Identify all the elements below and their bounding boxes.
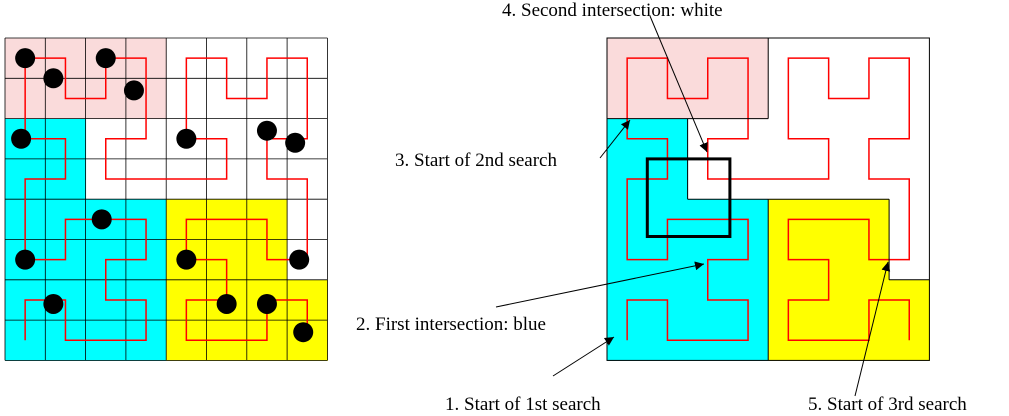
data-point	[123, 80, 144, 101]
search-window-box	[645, 157, 732, 238]
right-grid-panel	[606, 37, 930, 361]
data-point	[15, 249, 36, 270]
label-start-1st-search: 1. Start of 1st search	[445, 394, 601, 415]
data-point	[11, 128, 32, 149]
annotations: 4. Second intersection: white 3. Start o…	[356, 0, 967, 415]
search-window-rect	[645, 157, 732, 238]
left-data-points	[11, 48, 314, 343]
label-start-2nd-search: 3. Start of 2nd search	[395, 150, 557, 171]
data-point	[256, 293, 277, 314]
arrow-start-2nd-search	[599, 119, 631, 159]
data-point	[91, 209, 112, 230]
data-point	[43, 293, 64, 314]
data-point	[293, 322, 314, 343]
label-start-3rd-search: 5. Start of 3rd search	[808, 394, 967, 415]
data-point	[256, 120, 277, 141]
data-point	[176, 249, 197, 270]
left-hilbert-curve	[24, 57, 308, 341]
label-second-intersection: 4. Second intersection: white	[502, 0, 723, 21]
data-point	[216, 293, 237, 314]
left-grid-lines	[4, 37, 328, 361]
data-point	[176, 128, 197, 149]
hilbert-curve-path	[626, 57, 910, 341]
hilbert-curve-path	[24, 57, 308, 341]
data-point	[15, 48, 36, 69]
left-grid-panel	[4, 37, 328, 361]
label-first-intersection: 2. First intersection: blue	[356, 314, 546, 335]
data-point	[43, 68, 64, 89]
data-point	[95, 48, 116, 69]
right-hilbert-curve	[626, 57, 910, 341]
arrow-start-3rd-search	[854, 261, 891, 397]
data-point	[285, 132, 306, 153]
arrow-start-1st-search	[552, 336, 615, 377]
arrow-second-intersection	[649, 15, 708, 153]
arrow-first-intersection	[495, 261, 705, 308]
data-point	[289, 249, 310, 270]
